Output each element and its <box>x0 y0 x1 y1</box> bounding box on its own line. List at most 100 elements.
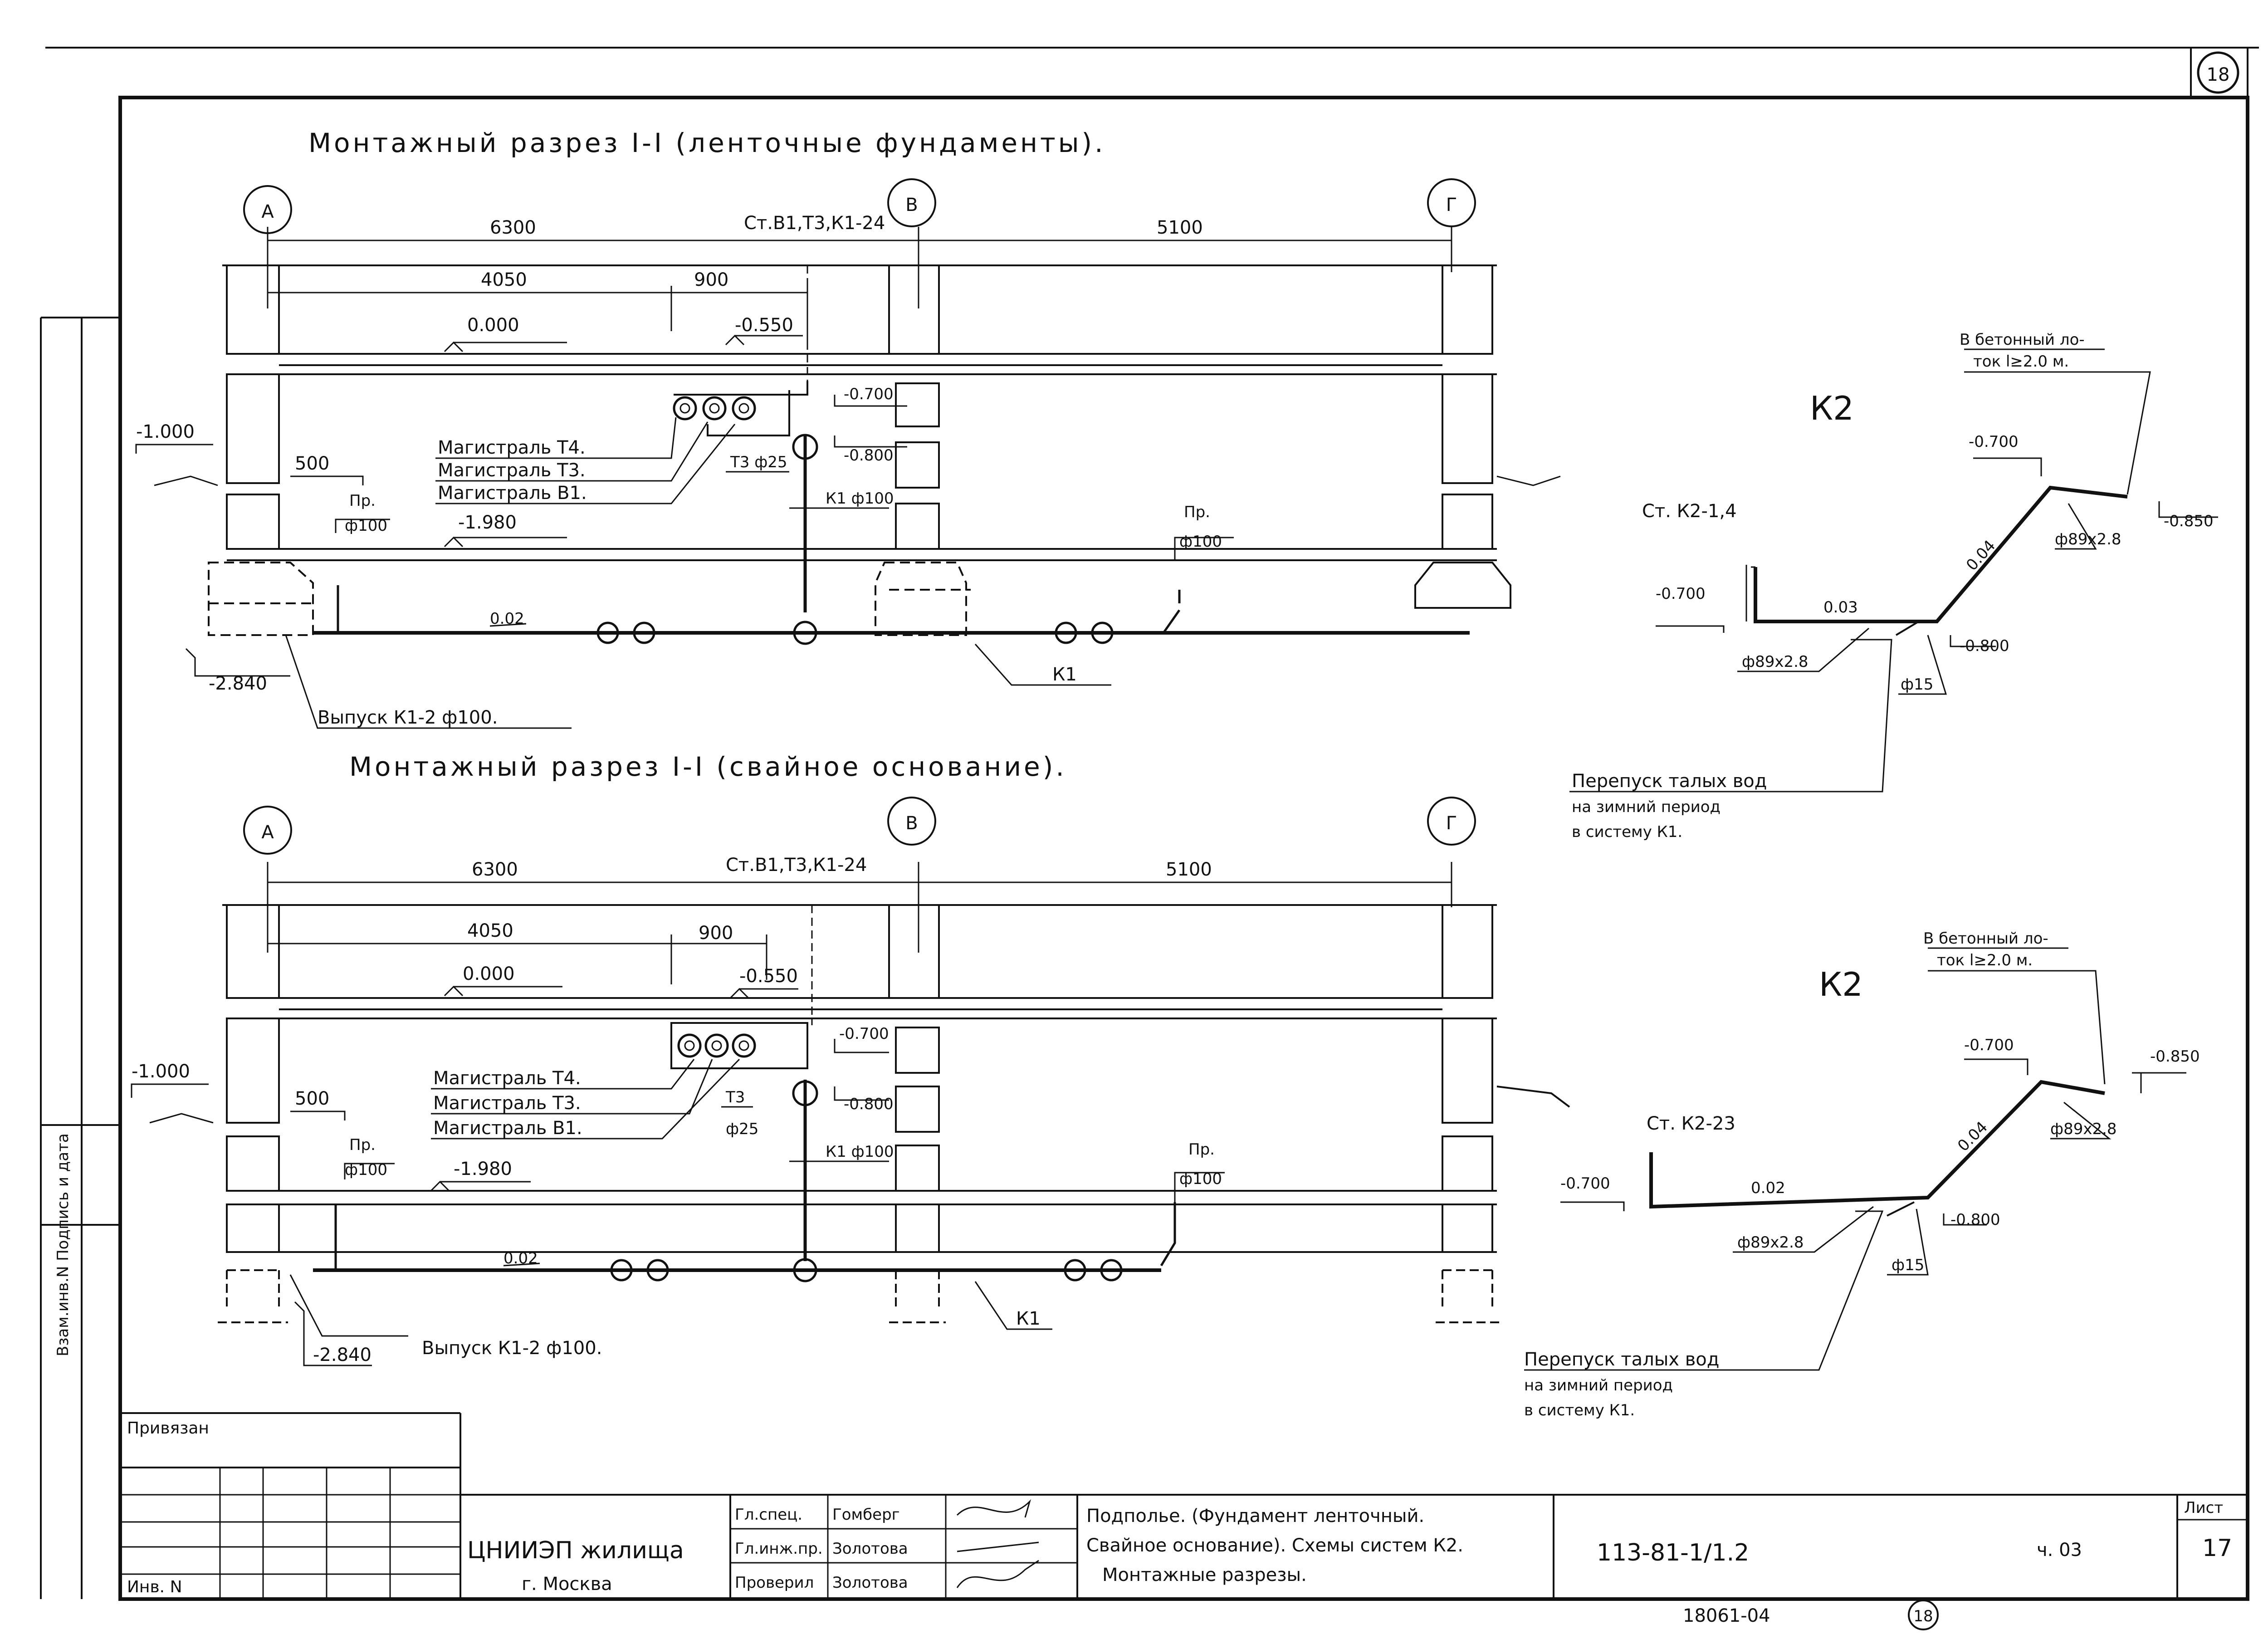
pr-diam-1b: ф100 <box>1179 533 1222 551</box>
k2a-l800: -0.800 <box>1960 637 2009 655</box>
dim-4050-2: 4050 <box>467 920 513 941</box>
k2a-l700b: -0.700 <box>1969 433 2019 451</box>
axis-bubbles-2 <box>243 797 1476 855</box>
dim-900-1: 900 <box>694 269 728 290</box>
stamp-role-1: Гл.спец. <box>735 1506 802 1524</box>
section-2: Монтажный разрез I-I (свайное основание)… <box>131 751 1570 1366</box>
title-block: Привязан Инв. N ЦНИИЭП жилища г. Москва … <box>120 1412 2248 1630</box>
stamp-name-1: Гомберг <box>832 1506 900 1524</box>
archive-number: 18061-04 <box>1683 1605 1770 1626</box>
stamp-part: ч. 03 <box>2037 1540 2082 1561</box>
k2b-l700a: -0.700 <box>1560 1174 1610 1193</box>
side-strip <box>40 317 120 1599</box>
k2a-riser: Ст. К2-1,4 <box>1642 501 1737 522</box>
k2a-tray-2: ток l≥2.0 м. <box>1973 352 2069 371</box>
level-0800-1: -0.800 <box>844 446 894 465</box>
k2a-bypass-1: Перепуск талых вод <box>1572 771 1767 792</box>
level-0550-1: -0.550 <box>735 315 793 336</box>
level-marks-1 <box>135 334 1561 677</box>
k2a-bypass-3: в систему К1. <box>1572 823 1682 841</box>
t3-label-2: Т3 <box>725 1088 745 1106</box>
pr-label-2a: Пр. <box>349 1136 376 1154</box>
stamp-list-no: 17 <box>2202 1535 2232 1562</box>
sheet-number: 18 <box>2207 64 2230 85</box>
k2a-pipe1: ф89x2.8 <box>1742 653 1809 671</box>
leaders-2 <box>289 1058 1052 1337</box>
level-0550-2: -0.550 <box>739 966 798 987</box>
k2b-tray-2: ток l≥2.0 м. <box>1937 951 2033 969</box>
axis-v-1: В <box>905 195 918 215</box>
pipes-2 <box>313 905 1176 1282</box>
outlet-label-1: Выпуск К1-2 ф100. <box>318 707 498 728</box>
level-1980-1: -1.980 <box>458 512 517 533</box>
k2b-label: К2 <box>1819 965 1863 1003</box>
stamp-list-label: Лист <box>2184 1499 2223 1517</box>
k2a-bypass-2: на зимний период <box>1572 798 1721 816</box>
level-1980-2: -1.980 <box>454 1159 512 1179</box>
stamp-desc-2: Свайное основание). Схемы систем К2. <box>1086 1535 1463 1556</box>
k2b-tray-1: В бетонный ло- <box>1923 930 2048 948</box>
pr-label-1b: Пр. <box>1184 503 1210 521</box>
axis-a-2: А <box>261 822 274 843</box>
k2a-l700a: -0.700 <box>1656 585 1706 603</box>
main-v1-1: Магистраль В1. <box>438 483 587 504</box>
structure-2 <box>218 904 1570 1323</box>
pr-diam-2b: ф100 <box>1179 1170 1222 1188</box>
dim-500-2: 500 <box>295 1088 329 1109</box>
dim-5100-1: 5100 <box>1157 217 1203 238</box>
level-0700-2: -0.700 <box>839 1025 889 1043</box>
axis-g-1: Г <box>1446 195 1457 215</box>
main-t3-2: Магистраль Т3. <box>433 1093 581 1114</box>
k2b-slope1: 0.02 <box>1751 1179 1785 1197</box>
k2b-bypass-3: в систему К1. <box>1524 1401 1635 1419</box>
section-1-title: Монтажный разрез I-I (ленточные фундамен… <box>308 127 1106 158</box>
stamp-role-3: Проверил <box>735 1574 814 1592</box>
k2b-pipe2: ф89x2.8 <box>2050 1120 2117 1138</box>
level-2840-2: -2.840 <box>313 1345 371 1365</box>
dimensions-2 <box>267 862 1452 984</box>
structure-1 <box>208 264 1511 636</box>
axis-g-2: Г <box>1446 813 1457 834</box>
k2-scheme-b: К2 В бетонный ло- ток l≥2.0 м. Ст. К2-23… <box>1524 930 2200 1419</box>
k2a-slope1: 0.03 <box>1823 598 1858 616</box>
main-t4-1: Магистраль Т4. <box>438 437 586 458</box>
pr-diam-2a: ф100 <box>345 1161 387 1179</box>
sheet-number-circle: 18 <box>2197 51 2239 94</box>
main-v1-2: Магистраль В1. <box>433 1118 582 1139</box>
k2a-tray-1: В бетонный ло- <box>1960 331 2085 349</box>
slope-1: 0.02 <box>490 610 524 628</box>
pr-label-1a: Пр. <box>349 492 376 510</box>
k2b-d15: ф15 <box>1892 1256 1924 1274</box>
stamp-privyazan: Привязан <box>127 1419 209 1438</box>
k1-vertical-label-1: К1 ф100 <box>826 489 894 508</box>
side-strip-label: Взам.инв.N Подпись и дата <box>54 1133 72 1356</box>
stamp-inv: Инв. N <box>127 1578 182 1596</box>
outlet-label-2: Выпуск К1-2 ф100. <box>422 1338 602 1359</box>
dim-6300-1: 6300 <box>490 217 536 238</box>
leaders-1 <box>285 417 1111 729</box>
pipes-1 <box>313 265 1470 645</box>
level-2840-1: -2.840 <box>209 673 267 694</box>
k2b-l800: -0.800 <box>1950 1211 2000 1229</box>
level-1000-1: -1.000 <box>136 421 195 442</box>
t3-label-1: Т3 ф25 <box>730 453 787 471</box>
main-t4-2: Магистраль Т4. <box>433 1068 581 1089</box>
riser-label-1: Ст.В1,Т3,К1-24 <box>744 213 885 234</box>
k2a-pipe2: ф89x2.8 <box>2055 530 2121 548</box>
level-1000-2: -1.000 <box>132 1061 190 1082</box>
axis-v-2: В <box>905 813 918 834</box>
dim-5100-2: 5100 <box>1166 859 1212 880</box>
k2b-l850: -0.850 <box>2150 1047 2200 1066</box>
sheet-frame <box>45 47 2259 1601</box>
stamp-org-2: г. Москва <box>522 1574 612 1595</box>
k1-label-2: К1 <box>1016 1308 1041 1329</box>
dim-4050-1: 4050 <box>481 269 527 290</box>
k2b-pipe1: ф89x2.8 <box>1737 1233 1804 1252</box>
stamp-desc-1: Подполье. (Фундамент ленточный. <box>1086 1506 1424 1526</box>
level-0000-2: 0.000 <box>463 964 515 984</box>
k1-vertical-label-2: К1 ф100 <box>826 1143 894 1161</box>
stamp-desc-3: Монтажные разрезы. <box>1102 1565 1307 1585</box>
k2b-bypass-2: на зимний период <box>1524 1376 1673 1394</box>
k2a-label: К2 <box>1810 389 1854 427</box>
